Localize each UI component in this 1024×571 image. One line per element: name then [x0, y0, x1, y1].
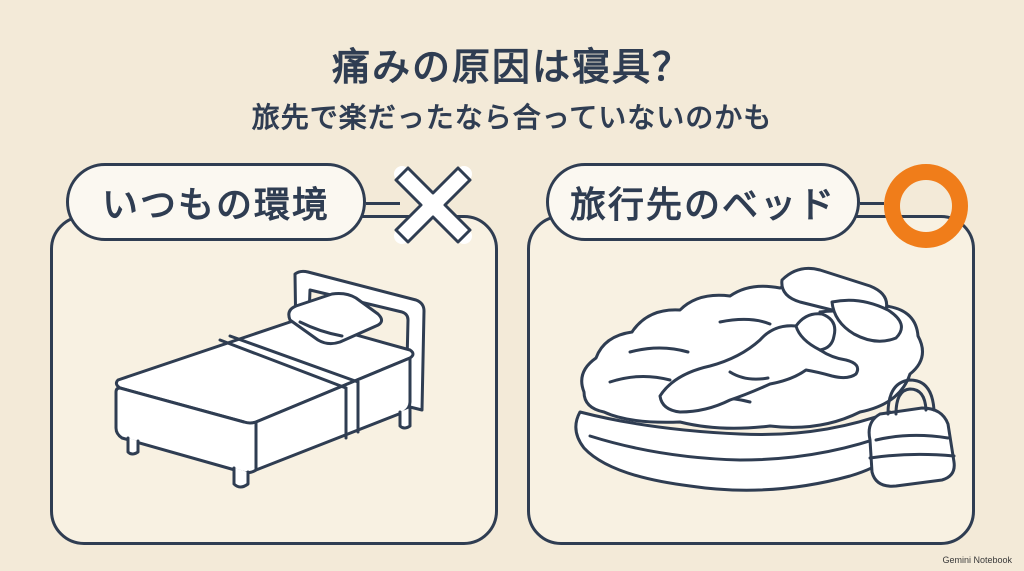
- circle-icon: [884, 164, 968, 248]
- right-panel-label: 旅行先のベッド: [546, 163, 860, 241]
- cross-icon: [394, 166, 472, 244]
- watermark: Gemini Notebook: [942, 555, 1012, 565]
- page-title: 痛みの原因は寝具？: [331, 45, 692, 89]
- page-subtitle: 旅先で楽だったなら合っていないのかも: [251, 101, 773, 134]
- right-connector-line: [860, 202, 884, 205]
- left-connector-line: [366, 202, 400, 205]
- futon-sleeper-icon: [574, 266, 956, 492]
- left-panel-label: いつもの環境: [66, 163, 366, 241]
- bed-icon: [114, 269, 426, 489]
